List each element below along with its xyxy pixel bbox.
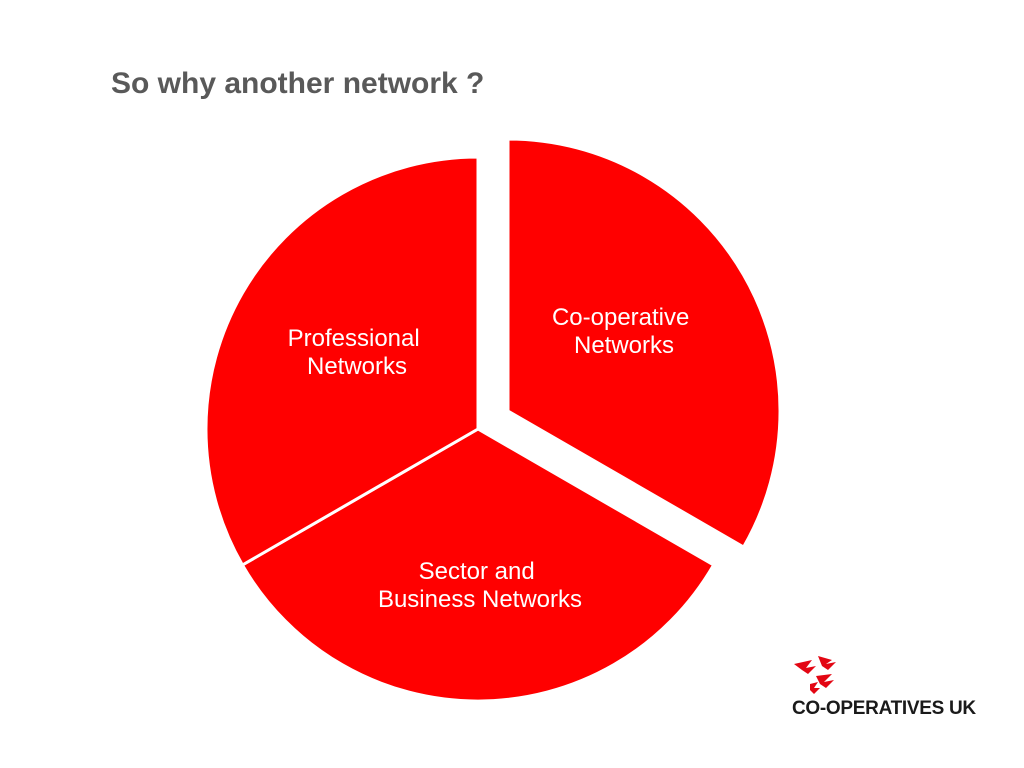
pie-segment-professional[interactable]: [204, 155, 480, 567]
birds-icon: [794, 656, 836, 694]
slide-title: So why another network ?: [111, 67, 485, 100]
logo-text: CO-OPERATIVES UK: [792, 698, 976, 719]
segment-label-professional: Professional Networks: [288, 325, 427, 380]
segment-label-cooperative: Co-operative Networks: [552, 304, 696, 359]
co-operatives-uk-logo: CO-OPERATIVES UK: [792, 654, 978, 726]
pie-segment-cooperative[interactable]: [506, 137, 782, 549]
segment-label-sector: Sector and Business Networks: [378, 558, 582, 613]
